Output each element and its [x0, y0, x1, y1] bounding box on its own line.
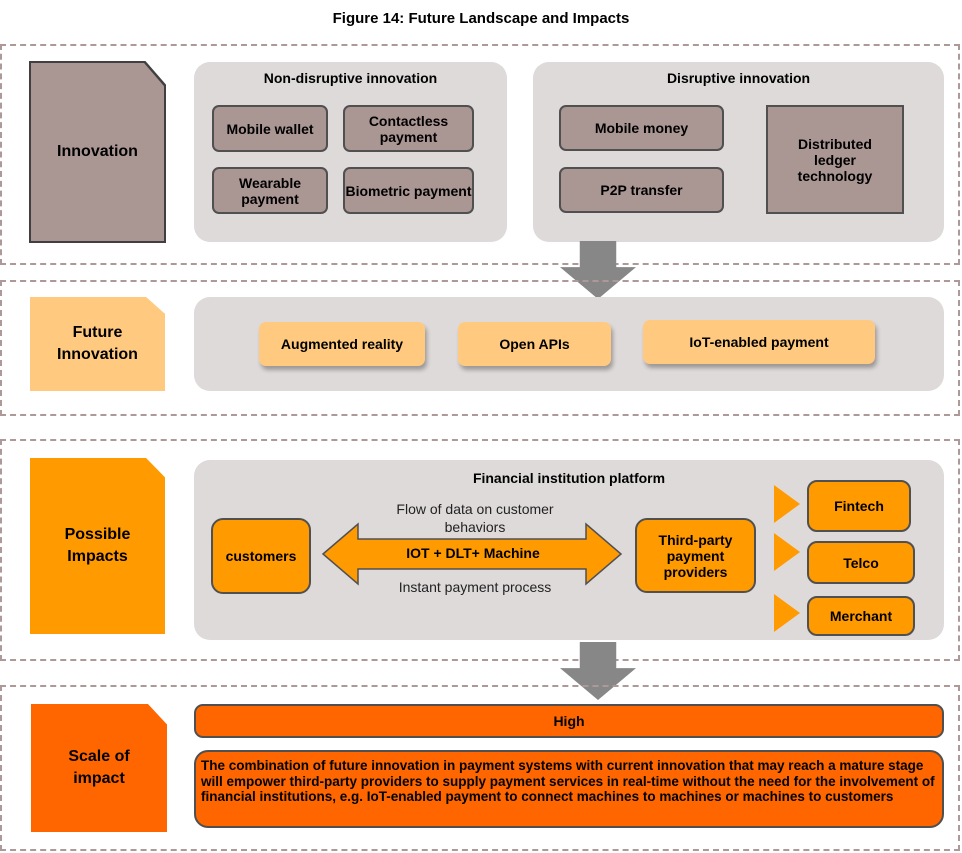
- future-innovation-label-text: Future Innovation: [57, 324, 138, 363]
- scale-of-impact-label-text: Scale of impact: [68, 748, 130, 787]
- future-innovation-label: Future Innovation: [30, 297, 165, 391]
- provider-merchant: Merchant: [807, 596, 915, 636]
- innovation-label-text: Innovation: [57, 143, 138, 160]
- provider-telco: Telco: [807, 541, 915, 584]
- figure-title: Figure 14: Future Landscape and Impacts: [332, 10, 630, 27]
- possible-impacts-section: [0, 439, 960, 661]
- impact-description: The combination of future innovation in …: [194, 750, 944, 828]
- non-disruptive-title: Non-disruptive innovation: [263, 70, 438, 86]
- platform-title: Financial institution platform: [472, 470, 666, 486]
- disruptive-title: Disruptive innovation: [666, 70, 811, 86]
- customers-box: customers: [211, 518, 311, 594]
- item-biometric-payment: Biometric payment: [343, 167, 474, 214]
- item-p2p-transfer: P2P transfer: [559, 167, 724, 213]
- item-distributed-ledger: Distributed ledger technology: [766, 105, 904, 214]
- possible-impacts-label-text: Possible Impacts: [64, 526, 131, 565]
- item-mobile-money: Mobile money: [559, 105, 724, 151]
- double-arrow-label: IOT + DLT+ Machine: [406, 545, 540, 561]
- item-open-apis: Open APIs: [458, 322, 611, 366]
- provider-fintech: Fintech: [807, 480, 911, 532]
- item-wearable-payment: Wearable payment: [212, 167, 328, 214]
- third-party-providers-box: Third-party payment providers: [635, 518, 756, 593]
- possible-impacts-label: Possible Impacts: [30, 458, 165, 634]
- scale-of-impact-section: [0, 685, 960, 851]
- innovation-label: Innovation: [31, 63, 164, 241]
- scale-of-impact-label: Scale of impact: [31, 704, 167, 832]
- impact-level-bar: High: [194, 704, 944, 738]
- non-disruptive-panel: Non-disruptive innovation: [194, 62, 507, 242]
- item-augmented-reality: Augmented reality: [259, 322, 425, 366]
- item-mobile-wallet: Mobile wallet: [212, 105, 328, 152]
- item-iot-enabled-payment: IoT-enabled payment: [643, 320, 875, 364]
- flow-bottom-label: Instant payment process: [398, 579, 552, 595]
- flow-top-label: Flow of data on customer behaviors: [396, 501, 554, 535]
- double-arrow-icon: [321, 522, 623, 586]
- item-contactless-payment: Contactless payment: [343, 105, 474, 152]
- innovation-section: [0, 44, 960, 265]
